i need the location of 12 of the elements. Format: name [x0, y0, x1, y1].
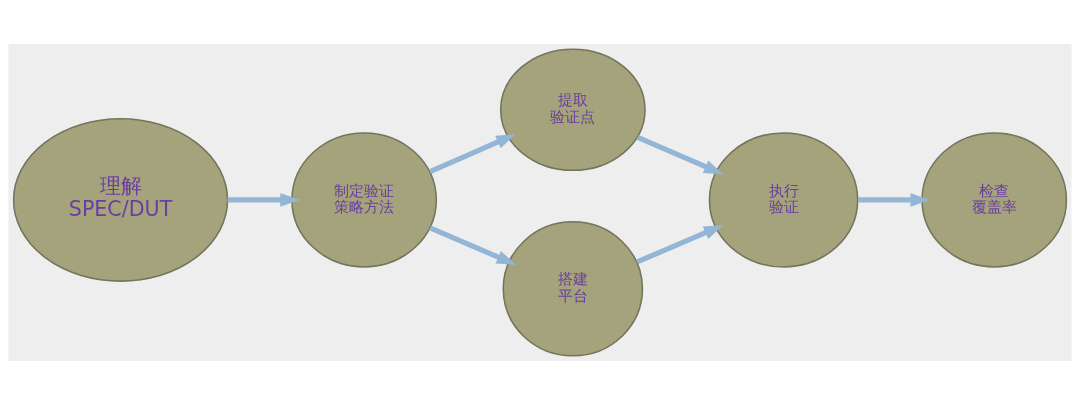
arrow [636, 134, 724, 175]
arrow [636, 225, 724, 265]
node-ellipse: 提取验证点 [499, 48, 646, 172]
arrow [227, 193, 300, 207]
node-circle: 搭建平台 [502, 221, 644, 357]
arrow [429, 225, 517, 265]
arrow [858, 193, 930, 207]
node-circle: 执行验证 [708, 132, 859, 268]
node-ellipse: 理解SPEC/DUT [12, 117, 229, 282]
node-circle: 检查覆盖率 [921, 132, 1068, 268]
arrow [429, 134, 516, 174]
node-circle: 制定验证策略方法 [291, 132, 438, 268]
